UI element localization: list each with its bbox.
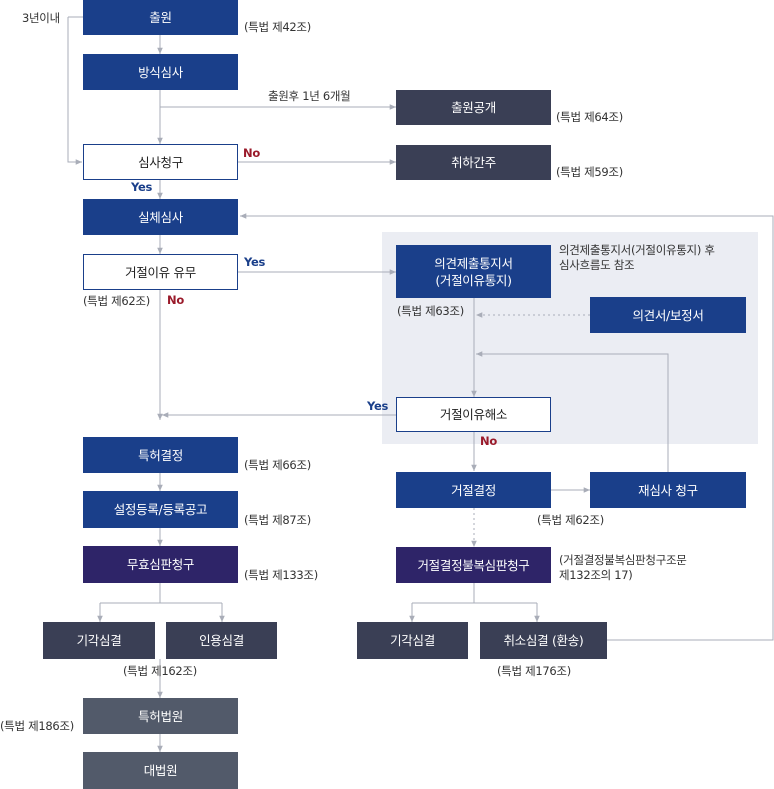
response-label: 의견서/보정서 <box>632 307 704 323</box>
left-acceptance-box: 인용심결 <box>166 622 277 659</box>
supreme-court-box: 대법원 <box>83 752 238 789</box>
arrow-three-years <box>67 16 83 162</box>
rejection-label: 거절결정 <box>451 482 496 498</box>
filing-box: 출원 <box>83 0 238 35</box>
article-133-label: (특법 제133조) <box>244 568 318 582</box>
opinion-note: 의견제출통지서(거절이유통지) 후 심사흐름도 참조 <box>559 243 754 273</box>
grant-box: 특허결정 <box>83 437 238 473</box>
cancel-remand-box: 취소심결 (환송) <box>480 622 607 659</box>
left-acceptance-label: 인용심결 <box>199 633 244 648</box>
invalidation-trial-label: 무효심판청구 <box>126 557 195 572</box>
no-branch-label-2: No <box>167 293 184 307</box>
formality-exam-box: 방식심사 <box>83 54 238 90</box>
supreme-court-label: 대법원 <box>143 763 178 778</box>
article-42-label: (특법 제42조) <box>244 20 311 34</box>
article-66-label: (특법 제66조) <box>244 458 311 472</box>
after-filing-label: 출원후 1년 6개월 <box>268 89 351 103</box>
article-62-label-a: (특법 제62조) <box>83 294 150 308</box>
substantive-exam-box: 실체심사 <box>83 199 238 235</box>
publication-label: 출원공개 <box>451 100 496 115</box>
article-186-label: (특법 제186조) <box>0 719 74 733</box>
article-162-label: (특법 제162조) <box>123 664 197 678</box>
no-branch-label-1: No <box>243 146 260 160</box>
right-dismissal-label: 기각심결 <box>390 633 435 648</box>
arrow-invalidation-split <box>99 583 222 622</box>
opinion-note-line2: 심사흐름도 참조 <box>559 258 635 272</box>
yes-branch-label-3: Yes <box>367 399 389 413</box>
grant-label: 특허결정 <box>138 447 183 463</box>
article-87-label: (특법 제87조) <box>244 513 311 527</box>
opinion-notice-line1: 의견제출통지서 <box>434 255 513 271</box>
article-176-label: (특법 제176조) <box>497 664 571 678</box>
reexam-request-label: 재심사 청구 <box>638 482 698 498</box>
deemed-withdrawn-box: 취하간주 <box>396 145 551 180</box>
arrow-appeal-split <box>411 583 537 622</box>
formality-exam-label: 방식심사 <box>138 64 183 80</box>
rejection-appeal-label: 거절결정불복심판청구 <box>417 557 530 573</box>
rejection-appeal-box: 거절결정불복심판청구 <box>396 547 551 583</box>
reason-resolved-label: 거절이유해소 <box>439 407 508 422</box>
yes-branch-label-1: Yes <box>131 180 153 194</box>
opinion-notice-line2: (거절이유통지) <box>435 272 512 288</box>
appeal-note-line2: 제132조의 17) <box>559 568 633 582</box>
registration-box: 설정등록/등록공고 <box>83 491 238 528</box>
exam-request-label: 심사청구 <box>138 154 183 170</box>
arrow-reexam-return <box>476 351 669 472</box>
article-64-label: (특법 제64조) <box>556 110 623 124</box>
article-63-label: (특법 제63조) <box>397 304 464 318</box>
substantive-exam-label: 실체심사 <box>138 209 183 225</box>
cancel-remand-label: 취소심결 (환송) <box>503 633 584 648</box>
appeal-article-note: (거절결정불복심판청구조문 제132조의 17) <box>559 553 759 583</box>
left-dismissal-label: 기각심결 <box>76 633 122 648</box>
response-box: 의견서/보정서 <box>590 297 746 333</box>
reason-check-box: 거절이유 유무 <box>83 254 238 290</box>
patent-court-box: 특허법원 <box>83 698 238 734</box>
article-62-label-b: (특법 제62조) <box>537 513 604 527</box>
appeal-note-line1: (거절결정불복심판청구조문 <box>559 553 687 567</box>
yes-branch-label-2: Yes <box>244 255 266 269</box>
reexam-request-box: 재심사 청구 <box>590 472 746 508</box>
reason-resolved-box: 거절이유해소 <box>396 397 551 432</box>
patent-court-label: 특허법원 <box>138 708 183 724</box>
deemed-withdrawn-label: 취하간주 <box>451 155 496 170</box>
three-years-label: 3년이내 <box>22 11 60 25</box>
article-59-label: (특법 제59조) <box>556 165 623 179</box>
no-branch-label-3: No <box>480 434 497 448</box>
opinion-note-line1: 의견제출통지서(거절이유통지) 후 <box>559 243 715 257</box>
publication-box: 출원공개 <box>396 90 551 125</box>
invalidation-trial-box: 무효심판청구 <box>83 546 238 583</box>
right-dismissal-box: 기각심결 <box>357 622 468 659</box>
opinion-notice-box: 의견제출통지서 (거절이유통지) <box>396 245 551 298</box>
arrow-cancel-return <box>240 213 774 641</box>
registration-label: 설정등록/등록공고 <box>113 502 208 517</box>
rejection-box: 거절결정 <box>396 472 551 508</box>
left-dismissal-box: 기각심결 <box>43 622 155 659</box>
reason-check-label: 거절이유 유무 <box>125 264 196 280</box>
exam-request-box: 심사청구 <box>83 144 238 180</box>
filing-label: 출원 <box>149 10 172 25</box>
